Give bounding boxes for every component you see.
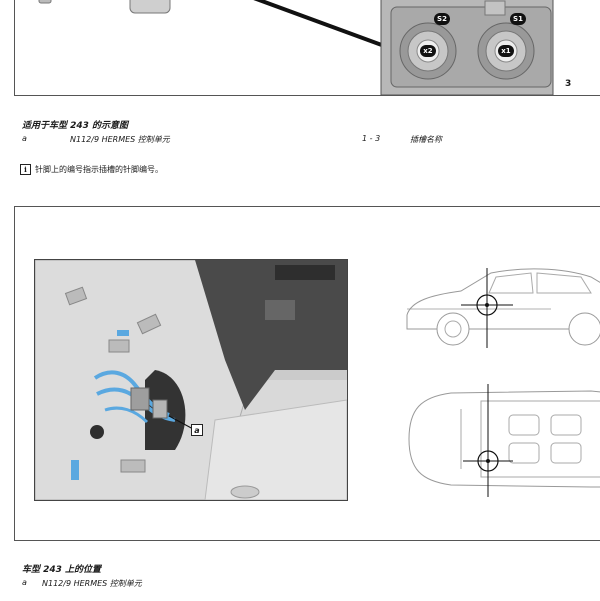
vehicle-top-view [408,384,600,497]
connector-label-s2: S2 [434,13,450,25]
info-note-text: 针脚上的编号指示插槽的针脚编号。 [35,165,163,174]
photo-callout-a: a [191,424,203,436]
legend-key-1-3: 1 - 3 [362,134,381,143]
connector-label-x2: x2 [420,45,436,57]
legend-value-1-3: 插槽名称 [410,135,442,144]
location-title: 车型 243 上的位置 [22,565,102,575]
figure-frame-bottom: a [14,206,600,541]
interior-photo [34,259,348,501]
connector-label-s1: S1 [510,13,526,25]
connector-illustration [38,0,554,96]
connector-label-x1: x1 [498,45,514,57]
figure-number: 3 [565,79,572,89]
legend-title: 适用于车型 243 的示意图 [22,121,129,131]
vehicle-side-view [406,268,600,348]
info-note: i 针脚上的编号指示插槽的针脚编号。 [20,164,163,175]
location-key-a: a [22,578,27,587]
figure-frame-top: S2 S1 x2 x1 3 [14,0,600,96]
legend-key-a: a [22,134,27,143]
legend-value-a: N112/9 HERMES 控制单元 [70,135,170,144]
location-value-a: N112/9 HERMES 控制单元 [42,579,142,588]
info-icon: i [20,164,31,175]
